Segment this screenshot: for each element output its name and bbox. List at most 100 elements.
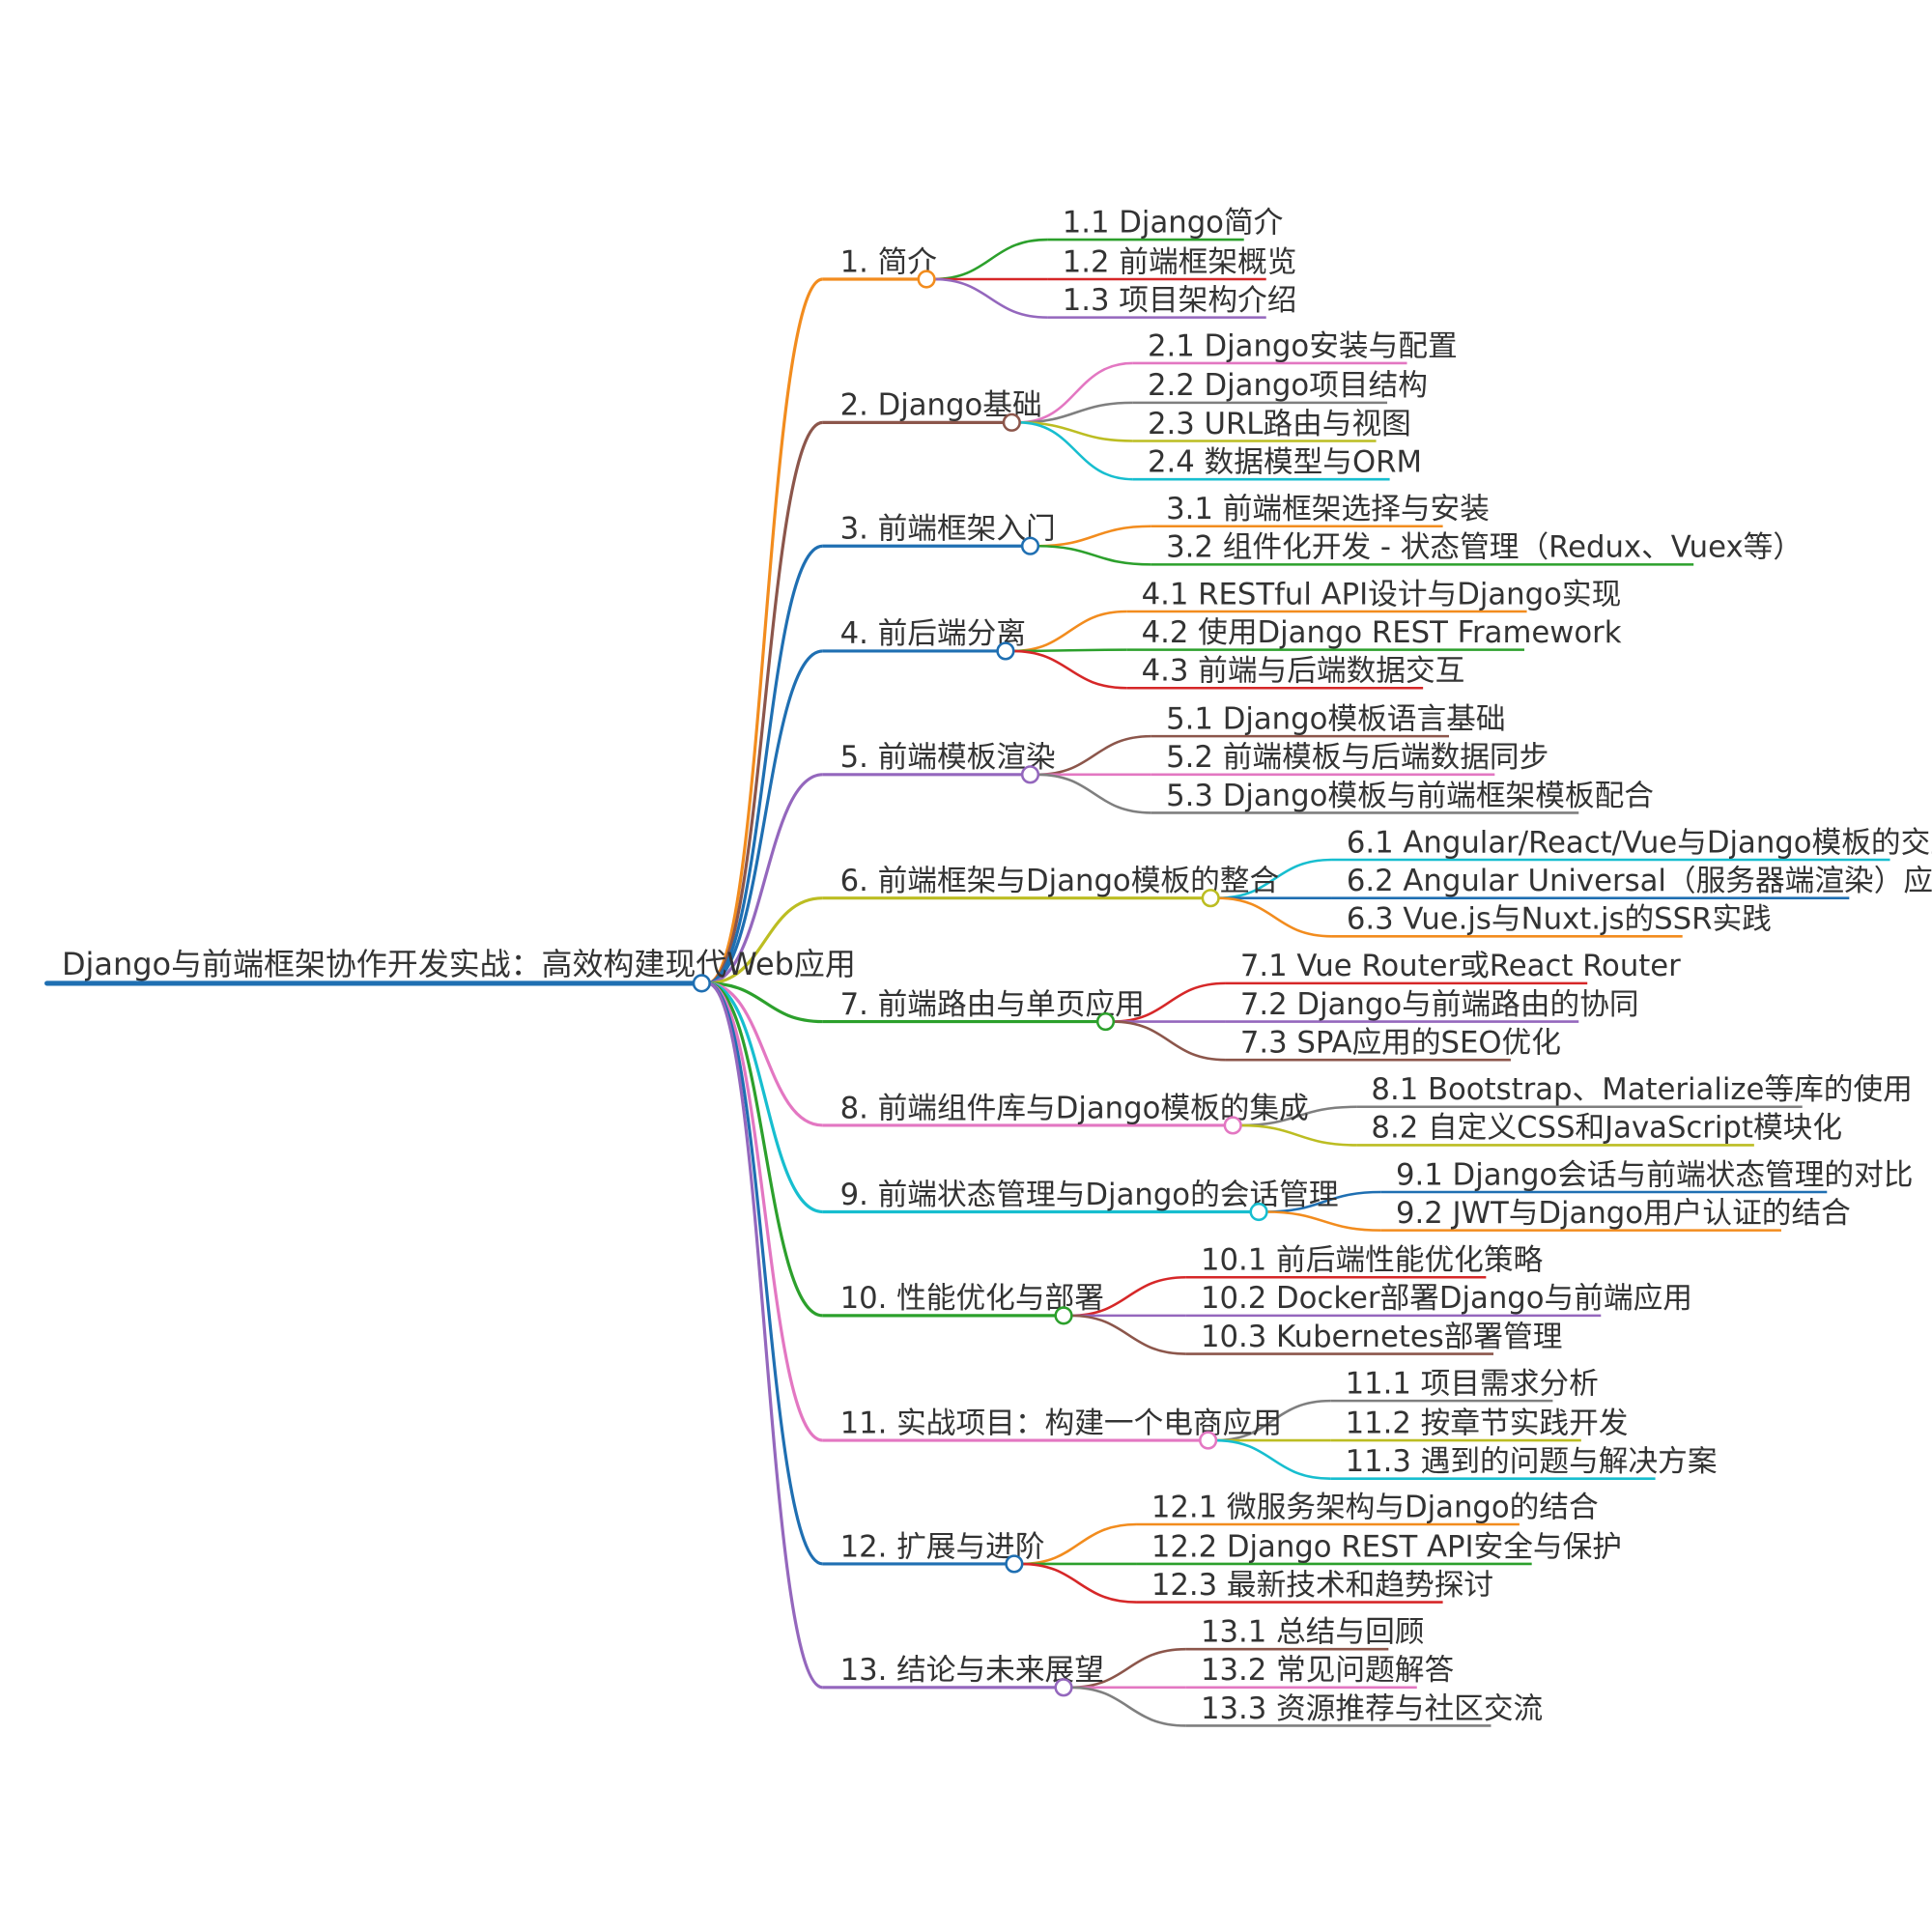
leaf-label-2-1: 2.1 Django安装与配置 xyxy=(1148,329,1458,363)
branch-node-circle-1 xyxy=(917,270,936,289)
connector-branch-3-to-leaf-2 xyxy=(1037,544,1151,566)
leaf-label-5-1: 5.1 Django模板语言基础 xyxy=(1166,702,1505,736)
connector-root-to-branch-12 xyxy=(706,981,824,1566)
leaf-label-4-1: 4.1 RESTful API设计与Django实现 xyxy=(1142,578,1622,611)
leaf-label-8-1: 8.1 Bootstrap、Materialize等库的使用 xyxy=(1371,1073,1912,1107)
leaf-label-1-2: 1.2 前端框架概览 xyxy=(1063,245,1297,279)
connector-branch-13-to-leaf-3 xyxy=(1070,1686,1186,1727)
branch-node-circle-8 xyxy=(1223,1116,1242,1135)
connector-root-to-branch-10 xyxy=(706,981,823,1318)
connector-root-to-branch-11 xyxy=(706,981,823,1442)
leaf-label-5-3: 5.3 Django模板与前端框架模板配合 xyxy=(1166,780,1654,813)
connector-branch-6-to-leaf-3 xyxy=(1217,896,1332,938)
connector-branch-5-to-leaf-1 xyxy=(1037,734,1151,777)
leaf-label-2-2: 2.2 Django项目结构 xyxy=(1148,369,1428,403)
leaf-label-4-3: 4.3 前端与后端数据交互 xyxy=(1142,655,1465,689)
connector-branch-4-to-leaf-2 xyxy=(1011,648,1127,653)
leaf-label-13-2: 13.2 常见问题解答 xyxy=(1201,1654,1454,1688)
connector-root-to-branch-9 xyxy=(706,981,823,1214)
branch-node-circle-13 xyxy=(1054,1678,1073,1697)
connector-branch-2-to-leaf-4 xyxy=(1018,421,1133,481)
leaf-label-6-3: 6.3 Vue.js与Nuxt.js的SSR实践 xyxy=(1347,903,1772,937)
connector-branch-9-to-leaf-1 xyxy=(1265,1190,1381,1213)
connector-branch-7-to-leaf-3 xyxy=(1112,1020,1226,1062)
connector-branch-2-to-leaf-2 xyxy=(1018,401,1133,424)
connector-branch-4-to-leaf-3 xyxy=(1011,649,1127,690)
leaf-label-2-4: 2.4 数据模型与ORM xyxy=(1148,445,1422,479)
branch-node-circle-3 xyxy=(1020,536,1040,555)
branch-node-circle-11 xyxy=(1199,1431,1218,1450)
connector-branch-7-to-leaf-1 xyxy=(1112,981,1226,1023)
branch-node-circle-6 xyxy=(1201,889,1220,908)
connector-layer xyxy=(706,238,1381,1727)
leaf-label-6-2: 6.2 Angular Universal（服务器端渲染）应用 xyxy=(1347,865,1932,898)
leaf-label-11-1: 11.1 项目需求分析 xyxy=(1346,1367,1599,1401)
connector-root-to-branch-1 xyxy=(706,277,824,985)
leaf-label-11-2: 11.2 按章节实践开发 xyxy=(1346,1406,1629,1440)
leaf-label-8-2: 8.2 自定义CSS和JavaScript模块化 xyxy=(1371,1112,1842,1146)
branch-node-circle-10 xyxy=(1054,1306,1073,1325)
leaf-label-3-2: 3.2 组件化开发 - 状态管理（Redux、Vuex等） xyxy=(1166,531,1803,565)
connector-branch-2-to-leaf-1 xyxy=(1018,361,1133,424)
branch-node-circle-12 xyxy=(1005,1554,1024,1574)
leaf-label-3-1: 3.1 前端框架选择与安装 xyxy=(1166,493,1490,526)
branch-node-circle-4 xyxy=(996,641,1015,661)
leaf-label-9-1: 9.1 Django会话与前端状态管理的对比 xyxy=(1396,1158,1913,1192)
connector-branch-8-to-leaf-2 xyxy=(1239,1123,1357,1147)
branch-label-7: 7. 前端路由与单页应用 xyxy=(840,988,1145,1022)
leaf-label-13-3: 13.3 资源推荐与社区交流 xyxy=(1201,1692,1543,1726)
leaf-label-12-1: 12.1 微服务架构与Django的结合 xyxy=(1151,1491,1599,1524)
connector-branch-1-to-leaf-1 xyxy=(933,238,1048,281)
connector-root-to-branch-4 xyxy=(706,649,823,985)
connector-branch-13-to-leaf-1 xyxy=(1070,1647,1186,1690)
connector-branch-5-to-leaf-3 xyxy=(1037,773,1151,814)
connector-root-to-branch-2 xyxy=(706,420,824,985)
leaf-label-11-3: 11.3 遇到的问题与解决方案 xyxy=(1346,1445,1718,1479)
connector-branch-1-to-leaf-3 xyxy=(933,277,1048,319)
leaf-label-1-3: 1.3 项目架构介绍 xyxy=(1063,284,1297,318)
connector-branch-10-to-leaf-1 xyxy=(1070,1275,1186,1318)
branch-node-circle-5 xyxy=(1020,765,1040,784)
connector-root-to-branch-7 xyxy=(707,981,823,1024)
leaf-label-12-3: 12.3 最新技术和趋势探讨 xyxy=(1151,1569,1493,1603)
branch-label-4: 4. 前后端分离 xyxy=(840,617,1026,651)
connector-branch-6-to-leaf-1 xyxy=(1217,858,1332,899)
leaf-label-1-1: 1.1 Django简介 xyxy=(1063,206,1284,240)
connector-branch-12-to-leaf-3 xyxy=(1020,1562,1137,1604)
branch-node-circle-2 xyxy=(1002,412,1021,432)
connector-branch-8-to-leaf-1 xyxy=(1239,1105,1357,1127)
leaf-label-10-3: 10.3 Kubernetes部署管理 xyxy=(1201,1321,1563,1354)
connector-branch-4-to-leaf-1 xyxy=(1011,610,1127,653)
connector-root-to-branch-8 xyxy=(707,981,823,1127)
leaf-label-13-1: 13.1 总结与回顾 xyxy=(1201,1615,1425,1649)
root-topic-label: Django与前端框架协作开发实战：高效构建现代Web应用 xyxy=(62,946,856,982)
connector-root-to-branch-3 xyxy=(706,544,823,985)
branch-label-5: 5. 前端模板渲染 xyxy=(840,741,1056,775)
connector-root-to-branch-5 xyxy=(706,773,823,985)
leaf-label-2-3: 2.3 URL路由与视图 xyxy=(1148,408,1411,441)
branch-node-circle-7 xyxy=(1095,1011,1116,1032)
connector-root-to-branch-6 xyxy=(707,896,823,985)
leaf-label-4-2: 4.2 使用Django REST Framework xyxy=(1142,616,1622,650)
connector-branch-9-to-leaf-2 xyxy=(1265,1210,1381,1232)
leaf-label-5-2: 5.2 前端模板与后端数据同步 xyxy=(1166,741,1548,775)
connector-branch-10-to-leaf-3 xyxy=(1070,1314,1186,1355)
connector-root-to-branch-13 xyxy=(706,981,824,1690)
connector-branch-12-to-leaf-1 xyxy=(1020,1522,1137,1566)
leaf-label-10-1: 10.1 前后端性能优化策略 xyxy=(1201,1244,1544,1278)
leaf-label-7-2: 7.2 Django与前端路由的协同 xyxy=(1240,988,1639,1022)
leaf-label-6-1: 6.1 Angular/React/Vue与Django模板的交互策略 xyxy=(1347,826,1932,860)
leaf-label-7-1: 7.1 Vue Router或React Router xyxy=(1240,950,1681,983)
leaf-label-9-2: 9.2 JWT与Django用户认证的结合 xyxy=(1396,1197,1851,1231)
connector-branch-3-to-leaf-1 xyxy=(1037,525,1151,548)
connector-branch-11-to-leaf-1 xyxy=(1214,1399,1331,1442)
leaf-label-12-2: 12.2 Django REST API安全与保护 xyxy=(1151,1530,1622,1564)
branch-node-circle-9 xyxy=(1249,1202,1268,1222)
branch-label-3: 3. 前端框架入门 xyxy=(840,513,1056,547)
connector-branch-11-to-leaf-3 xyxy=(1214,1438,1331,1480)
root-node-circle xyxy=(692,974,711,993)
